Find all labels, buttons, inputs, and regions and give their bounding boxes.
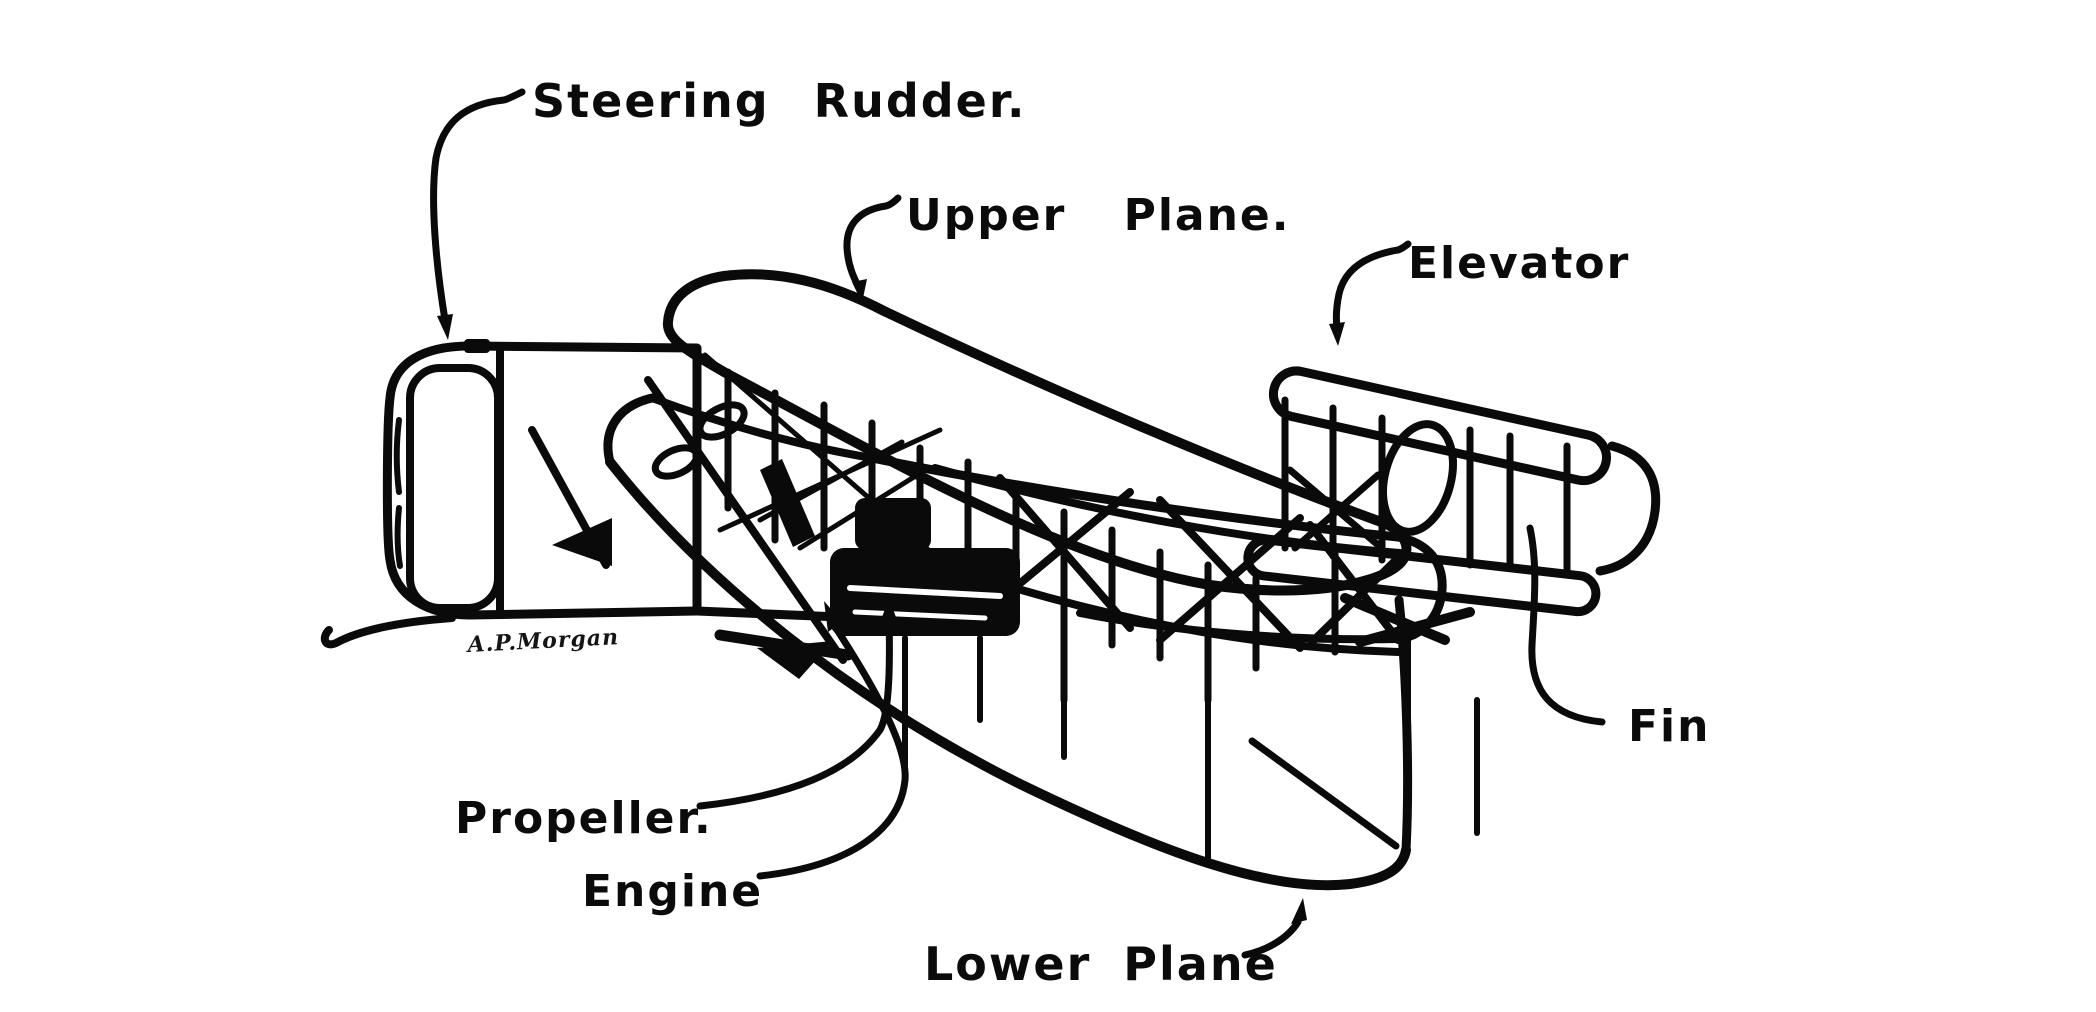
- elevator-right-cap: [1595, 441, 1661, 576]
- elevator-arrowhead: [1329, 322, 1345, 346]
- propeller-leader: [696, 614, 893, 810]
- truss-heavy-brace: [1355, 607, 1475, 647]
- drive-pulley-loop: [696, 401, 748, 441]
- engine-arrowhead: [824, 601, 842, 632]
- engine-upper-housing: [855, 498, 931, 550]
- lower-plane-arrowhead: [1291, 898, 1307, 924]
- lower-plane-leader: [1241, 918, 1302, 959]
- steering-rudder-leader: [430, 88, 526, 324]
- illustrator-signature: A.P.Morgan: [465, 624, 620, 658]
- elevator-lower-surface: [1243, 535, 1601, 617]
- lower-plane-near-edge-sweep: [605, 457, 1411, 891]
- lower-plane-leading-edge-left: [648, 394, 876, 462]
- lower-plane-inner-diagonal: [1248, 737, 1400, 850]
- upper-plane-leader: [843, 194, 902, 292]
- elevator-cell: [1243, 366, 1661, 617]
- callout-labels: Steering Rudder. Upper Plane. Elevator F…: [455, 74, 1710, 991]
- rudder-edge-line-2: [394, 505, 403, 569]
- rudder-top-tab: [464, 339, 490, 353]
- elevator-brace: [1291, 471, 1382, 552]
- drive-pulley-loop: [651, 444, 701, 480]
- truss-brace: [996, 474, 1134, 632]
- rudder-edge-line-1: [393, 417, 402, 495]
- engine-block-drawing: [651, 401, 1020, 636]
- frame-diagonal: [644, 376, 847, 664]
- label-engine: Engine: [582, 866, 763, 917]
- engine-detail-line: [847, 585, 1003, 599]
- droplines: [902, 635, 1480, 861]
- skid-front-hook: [320, 614, 456, 649]
- label-propeller: Propeller.: [455, 793, 713, 844]
- upper-plane-drawing: [662, 269, 1412, 596]
- label-lower-plane: Lower Plane: [924, 937, 1278, 991]
- engine-leader: [756, 618, 909, 880]
- fin-leader: [1526, 524, 1606, 726]
- lower-plane-left-tip: [603, 393, 657, 467]
- skid-runner: [714, 629, 854, 661]
- engine-detail-line: [852, 609, 988, 621]
- elevator-brace: [1286, 466, 1382, 549]
- propeller-arrowhead: [881, 598, 897, 620]
- landing-skids: [552, 518, 854, 679]
- rudder-inner-surface: [406, 364, 502, 612]
- fin-oval: [1379, 420, 1457, 536]
- elevator-leader: [1332, 240, 1412, 332]
- rudder-assembly: [320, 339, 941, 649]
- truss-heavy-brace: [1340, 593, 1450, 645]
- label-upper-plane: Upper Plane.: [906, 190, 1290, 241]
- propeller-blade: [760, 459, 815, 547]
- elevator-upper-surface: [1268, 366, 1611, 486]
- leader-lines: [430, 88, 1606, 959]
- label-steering-rudder: Steering Rudder.: [532, 74, 1026, 128]
- skid-brace-triangle: [552, 518, 612, 566]
- label-fin: Fin: [1628, 701, 1710, 752]
- truss-brace: [996, 488, 1134, 604]
- steering-rudder-arrowhead: [437, 314, 453, 340]
- label-elevator: Elevator: [1408, 238, 1630, 289]
- upper-plane-outline: [662, 269, 1412, 596]
- upper-plane-arrowhead: [852, 279, 867, 303]
